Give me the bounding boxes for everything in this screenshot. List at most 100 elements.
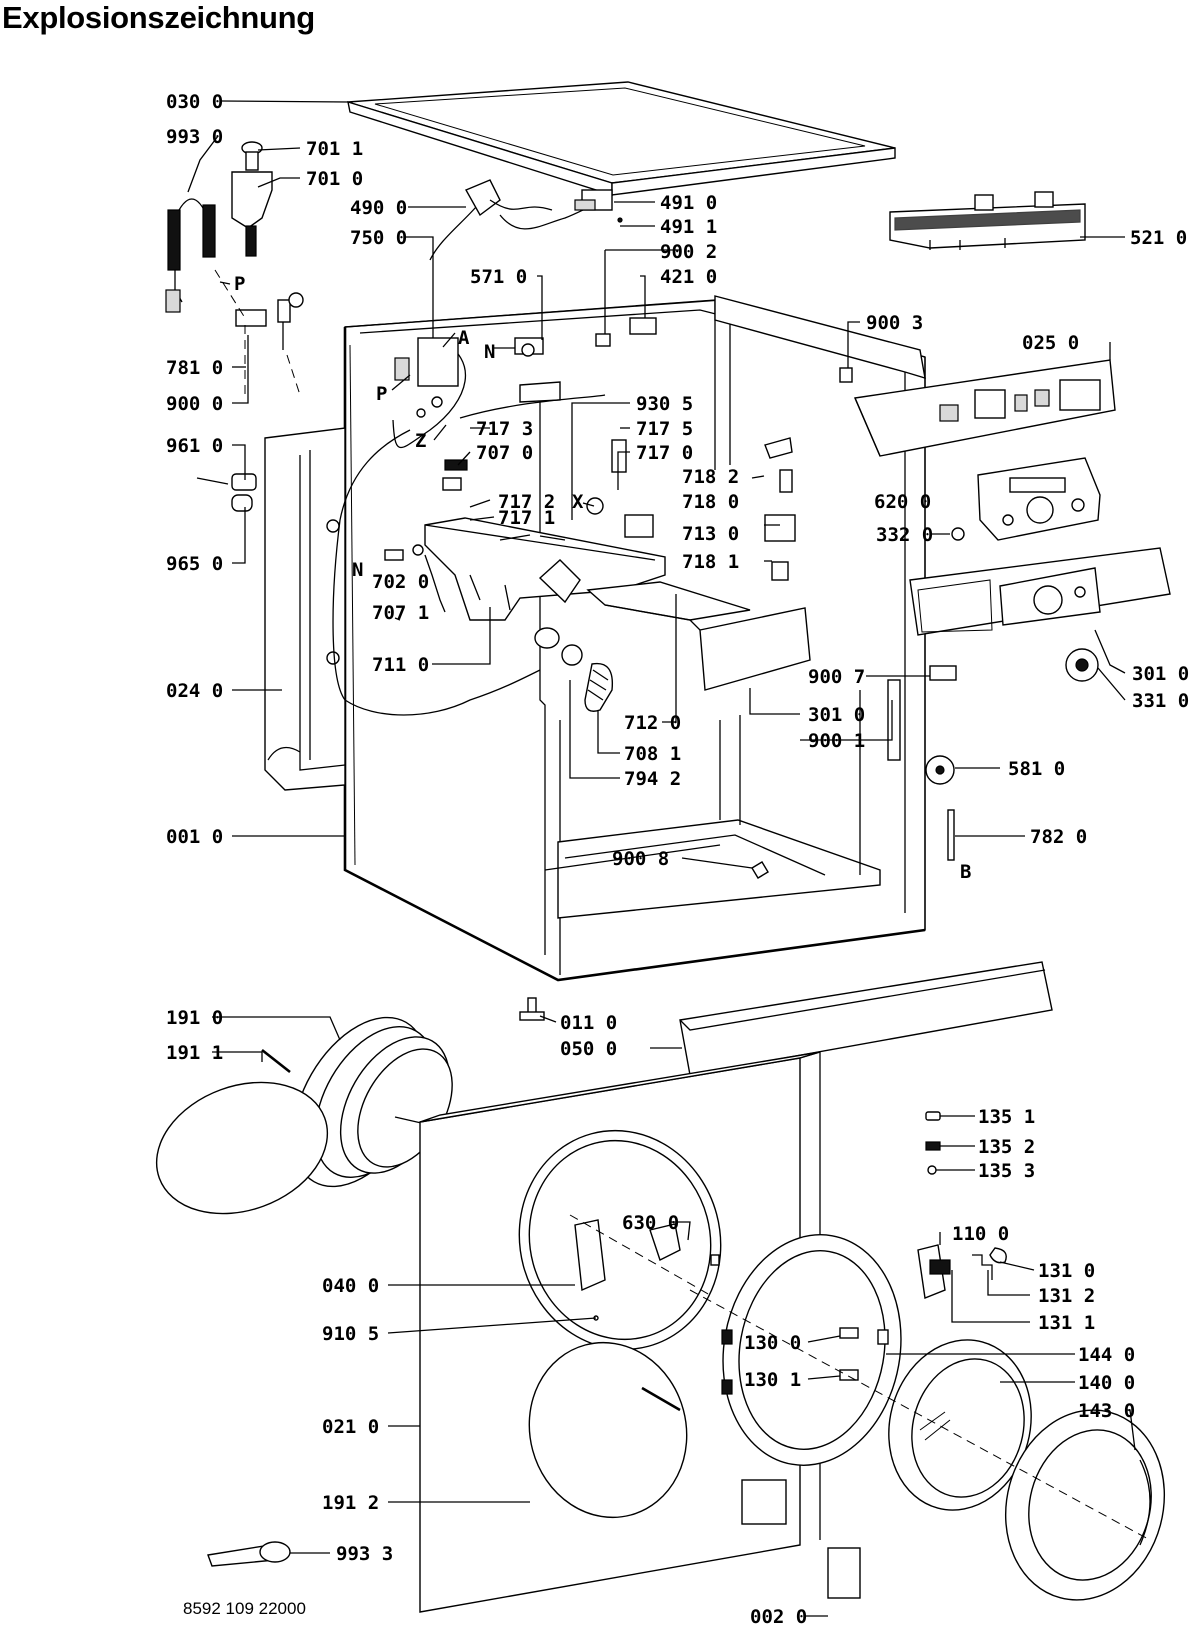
gasket-clamp-ring xyxy=(155,1081,329,1215)
callout-144-0: 144 0 xyxy=(1078,1344,1135,1366)
marker-b: B xyxy=(960,861,971,883)
callout-707-1: 707 1 xyxy=(372,602,429,624)
page-title: Explosionszeichnung xyxy=(2,0,315,35)
callout-011-0: 011 0 xyxy=(560,1012,617,1034)
callout-794-2: 794 2 xyxy=(624,768,681,790)
top-cover xyxy=(347,81,896,196)
callout-024-0: 024 0 xyxy=(166,680,223,702)
marker-p-left: P xyxy=(234,273,245,295)
callout-930-5: 930 5 xyxy=(636,393,693,415)
callout-140-0: 140 0 xyxy=(1078,1372,1135,1394)
interference-filter xyxy=(574,189,623,223)
callout-702-0: 702 0 xyxy=(372,571,429,593)
callout-301-0b: 301 0 xyxy=(808,704,865,726)
callout-993-3: 993 3 xyxy=(336,1543,393,1565)
callout-135-3: 135 3 xyxy=(978,1160,1035,1182)
document-code: 8592 109 22000 xyxy=(183,1599,306,1618)
control-module-unit xyxy=(889,191,1086,250)
leader-lines xyxy=(187,100,1136,1617)
door-axis-line xyxy=(689,1289,1151,1541)
callout-900-3: 900 3 xyxy=(866,312,923,334)
door-glass-bowl xyxy=(888,1339,1032,1511)
callout-135-1: 135 1 xyxy=(978,1106,1035,1128)
callout-110-0: 110 0 xyxy=(952,1223,1009,1245)
callout-620-0: 620 0 xyxy=(874,491,931,513)
callout-718-2: 718 2 xyxy=(682,466,739,488)
callout-130-1: 130 1 xyxy=(744,1369,801,1391)
callout-001-0: 001 0 xyxy=(166,826,223,848)
callout-332-0: 332 0 xyxy=(876,524,933,546)
callout-718-0: 718 0 xyxy=(682,491,739,513)
callout-191-1: 191 1 xyxy=(166,1042,223,1064)
callout-521-0: 521 0 xyxy=(1130,227,1187,249)
callout-993-0: 993 0 xyxy=(166,126,223,148)
callout-581-0: 581 0 xyxy=(1008,758,1065,780)
control-board xyxy=(853,359,1116,457)
inlet-hose-assembly xyxy=(165,198,304,396)
callout-713-0: 713 0 xyxy=(682,523,739,545)
callout-900-1: 900 1 xyxy=(808,730,865,752)
marker-p-inner: P xyxy=(376,383,387,405)
callout-717-2: 717 2 xyxy=(498,491,555,513)
connection-markers: A N P P Z X N B xyxy=(234,273,971,883)
callout-701-0: 701 0 xyxy=(306,168,363,190)
screws-set xyxy=(925,1111,941,1175)
marker-n-left: N xyxy=(352,559,363,581)
callout-900-0: 900 0 xyxy=(166,393,223,415)
callout-050-0: 050 0 xyxy=(560,1038,617,1060)
callout-571-0: 571 0 xyxy=(470,266,527,288)
callout-712-0: 712 0 xyxy=(624,712,681,734)
marker-a: A xyxy=(458,327,470,349)
dispenser-housing xyxy=(424,517,666,666)
callout-143-0: 143 0 xyxy=(1078,1400,1135,1422)
power-cord-plug xyxy=(465,179,553,217)
callout-701-1: 701 1 xyxy=(306,138,363,160)
door-hinge xyxy=(917,1244,1007,1299)
callout-708-1: 708 1 xyxy=(624,743,681,765)
callout-030-0: 030 0 xyxy=(166,91,223,113)
callout-707-0: 707 0 xyxy=(476,442,533,464)
small-components xyxy=(196,317,957,879)
callout-191-0: 191 0 xyxy=(166,1007,223,1029)
knob-cap xyxy=(951,527,965,541)
callout-002-0: 002 0 xyxy=(750,1606,807,1628)
display-module xyxy=(977,457,1101,541)
water-connector xyxy=(231,141,273,257)
callout-717-0: 717 0 xyxy=(636,442,693,464)
callout-131-1: 131 1 xyxy=(1038,1312,1095,1334)
marker-z: Z xyxy=(415,430,426,452)
program-knob xyxy=(1065,648,1099,682)
callout-900-2: 900 2 xyxy=(660,241,717,263)
adjustable-foot xyxy=(519,997,545,1021)
callout-491-0: 491 0 xyxy=(660,192,717,214)
callout-750-0: 750 0 xyxy=(350,227,407,249)
front-console-panel xyxy=(909,547,1171,636)
callout-490-0: 490 0 xyxy=(350,197,407,219)
callout-421-0: 421 0 xyxy=(660,266,717,288)
small-cover xyxy=(827,1547,861,1599)
detergent-drawer xyxy=(586,581,811,691)
front-panel xyxy=(419,1051,821,1613)
callout-717-1: 717 1 xyxy=(498,507,555,529)
callout-717-3: 717 3 xyxy=(476,418,533,440)
callout-782-0: 782 0 xyxy=(1030,826,1087,848)
callout-130-0: 130 0 xyxy=(744,1332,801,1354)
door-frame-ring xyxy=(721,1234,902,1466)
callout-965-0: 965 0 xyxy=(166,553,223,575)
marker-x: X xyxy=(572,491,584,513)
callout-025-0: 025 0 xyxy=(1022,332,1079,354)
callout-301-0a: 301 0 xyxy=(1132,663,1189,685)
callout-630-0: 630 0 xyxy=(622,1212,679,1234)
callout-131-2: 131 2 xyxy=(1038,1285,1095,1307)
callout-labels: 030 0 993 0 701 1 701 0 490 0 491 0 491 … xyxy=(166,91,1189,1628)
callout-191-2: 191 2 xyxy=(322,1492,379,1514)
callout-040-0: 040 0 xyxy=(322,1275,379,1297)
callout-910-5: 910 5 xyxy=(322,1323,379,1345)
marker-n-top: N xyxy=(484,341,495,363)
callout-900-7: 900 7 xyxy=(808,666,865,688)
callout-717-5: 717 5 xyxy=(636,418,693,440)
callout-711-0: 711 0 xyxy=(372,654,429,676)
callout-135-2: 135 2 xyxy=(978,1136,1035,1158)
door-inner-ring xyxy=(1004,1409,1166,1601)
